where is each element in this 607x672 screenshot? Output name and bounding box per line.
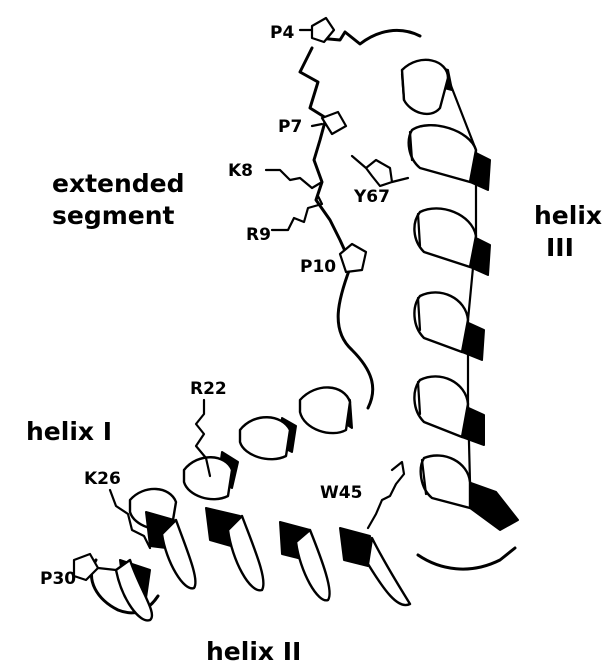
- helix-iii-label-line1: helix: [534, 201, 602, 230]
- loop-p10-to-helix-i: [338, 268, 373, 408]
- y67-label: Y67: [353, 187, 390, 207]
- y67-side-chain: [352, 156, 408, 186]
- helix-ii-turn-2: [162, 520, 195, 588]
- k8-side-chain: [266, 170, 322, 188]
- p7-side-chain: [322, 112, 346, 134]
- helix-iii-turn-1: [402, 60, 448, 114]
- helix-ii-ribbon: [116, 508, 410, 620]
- helix-i-turn-2: [240, 417, 290, 459]
- p4-label: P4: [270, 23, 294, 43]
- p30-bond: [98, 568, 116, 570]
- w45-label: W45: [320, 483, 362, 503]
- p10-label: P10: [300, 257, 336, 277]
- helix-iii-turn-3: [414, 208, 476, 267]
- helix-iii-turn-6: [421, 455, 470, 508]
- helix-iii-back-6: [468, 482, 518, 530]
- p30-label: P30: [40, 569, 76, 589]
- helix-iii-turn-2: [409, 125, 476, 182]
- p7-bond: [312, 124, 322, 126]
- helix-iii-ribbon: [402, 60, 518, 530]
- helix-ii-label: helix II: [206, 637, 301, 666]
- helix-i-label: helix I: [26, 417, 112, 446]
- r9-side-chain: [272, 196, 322, 230]
- helix-ii-back-4: [340, 528, 370, 566]
- helix-iii-turn-5: [414, 376, 468, 437]
- helix-i-turn-1: [300, 387, 350, 433]
- w45-side-chain: [368, 462, 404, 528]
- extended-segment-label-line2: segment: [52, 201, 175, 230]
- helix-ii-turn-4: [296, 530, 330, 600]
- p7-label: P7: [278, 117, 302, 137]
- extended-segment-backbone: [300, 30, 420, 262]
- helix-iii-label-line2: III: [546, 233, 574, 262]
- p30-side-chain: [74, 554, 98, 580]
- extended-segment-label-line1: extended: [52, 169, 185, 198]
- k8-label: K8: [228, 161, 253, 181]
- loop-helix-ii-to-iii: [418, 548, 515, 569]
- helix-i-ribbon: [130, 387, 352, 529]
- helix-iii-turn-4: [414, 292, 468, 352]
- r9-label: R9: [246, 225, 271, 245]
- r22-label: R22: [190, 379, 227, 399]
- k26-label: K26: [84, 469, 121, 489]
- helix-ii-turn-3: [228, 516, 263, 590]
- helix-ii-turn-5: [368, 538, 410, 605]
